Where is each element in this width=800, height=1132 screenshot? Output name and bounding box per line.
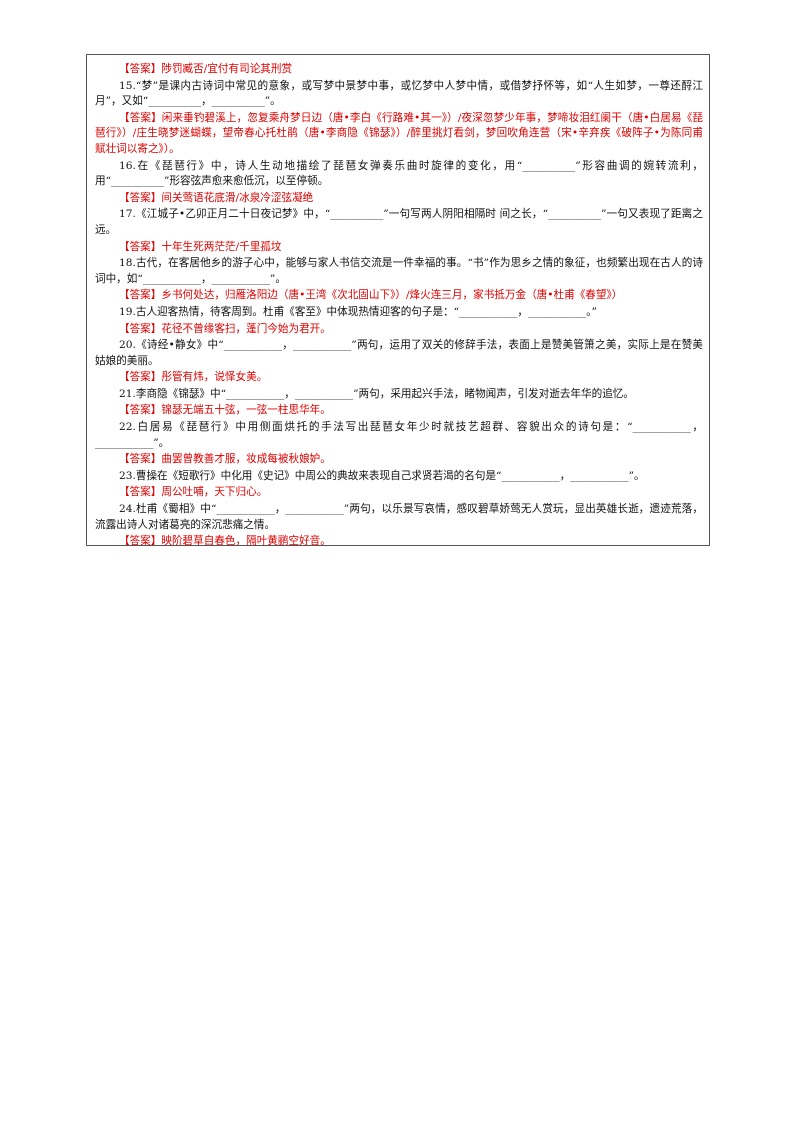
question-18: 18.古代，在客居他乡的游子心中，能够与家人书信交流是一件幸福的事。“书”作为思…	[95, 257, 703, 285]
answer-23: 【答案】周公吐哺，天下归心。	[95, 485, 703, 501]
question-20: 20.《诗经•静女》中“___________，___________”两句，运…	[95, 339, 703, 367]
answer-18: 【答案】乡书何处达，归雁洛阳边（唐•王湾《次北固山下》）/烽火连三月，家书抵万金…	[95, 288, 703, 304]
answer-tag: 【答案】	[119, 535, 162, 548]
question-17: 17.《江城子•乙卯正月二十日夜记梦》中，“__________”一句写两人阴阳…	[95, 208, 703, 236]
answer-tag: 【答案】	[119, 486, 162, 499]
answer-tag: 【答案】	[119, 289, 162, 302]
answer-20: 【答案】彤管有炜，说怿女美。	[95, 370, 703, 386]
answer-tag: 【答案】	[119, 240, 162, 253]
question-15: 15.“梦”是课内古诗词中常见的意象，或写梦中景梦中事，或忆梦中人梦中情，或借梦…	[95, 79, 703, 108]
answer-text: 十年生死两茫茫/千里孤坟	[161, 240, 282, 253]
answer-15: 【答案】闲来垂钓碧溪上，忽复乘舟梦日边（唐•李白《行路难•其一》）/夜深忽梦少年…	[95, 111, 703, 158]
answer-text: 曲罢曾教善才服，妆成每被秋娘妒。	[161, 453, 331, 466]
answer-text: 乡书何处达，归雁洛阳边（唐•王湾《次北固山下》）/烽火连三月，家书抵万金（唐•杜…	[161, 289, 623, 302]
question-16: 16.在《琵琶行》中，诗人生动地描绘了琵琶女弹奏乐曲时旋律的变化，用“_____…	[95, 159, 703, 188]
answer-text: 间关莺语花底滑/冰泉冷涩弦凝绝	[161, 191, 314, 204]
answer-tag: 【答案】	[119, 63, 162, 75]
answer-17: 【答案】十年生死两茫茫/千里孤坟	[95, 240, 703, 256]
answer-21: 【答案】锦瑟无端五十弦，一弦一柱思华年。	[95, 403, 703, 419]
answer-text: 陟罚臧否/宜付有司论其刑赏	[161, 63, 293, 75]
answer-text: 锦瑟无端五十弦，一弦一柱思华年。	[161, 404, 331, 417]
answer-tag: 【答案】	[119, 322, 162, 335]
answer-tag: 【答案】	[119, 453, 162, 466]
answer-text: 花径不曾缘客扫，蓬门今始为君开。	[161, 322, 331, 335]
question-21: 21.李商隐《锦瑟》中“___________，___________”两句，采…	[119, 387, 634, 400]
answer-16: 【答案】间关莺语花底滑/冰泉冷涩弦凝绝	[95, 191, 703, 207]
answer-tag: 【答案】	[119, 111, 162, 124]
question-24: 24.杜甫《蜀相》中“___________，___________”两句，以乐…	[95, 503, 703, 531]
answer-tag: 【答案】	[119, 191, 162, 204]
answer-14: 【答案】陟罚臧否/宜付有司论其刑赏	[95, 62, 703, 78]
question-23: 23.曹操在《短歌行》中化用《史记》中周公的典故来表现自己求贤若渴的名句是“__…	[119, 469, 645, 482]
answer-text: 映阶碧草自春色，隔叶黄鹂空好音。	[161, 535, 331, 548]
answer-text: 周公吐哺，天下归心。	[161, 486, 268, 499]
answer-22: 【答案】曲罢曾教善才服，妆成每被秋娘妒。	[95, 452, 703, 468]
answer-24: 【答案】映阶碧草自春色，隔叶黄鹂空好音。	[95, 534, 703, 550]
answer-text: 彤管有炜，说怿女美。	[161, 371, 268, 384]
question-19: 19.古人迎客热情，待客周到。杜甫《客至》中体现热情迎客的句子是：“______…	[119, 305, 597, 318]
answer-section-box: 【答案】陟罚臧否/宜付有司论其刑赏 15.“梦”是课内古诗词中常见的意象，或写梦…	[86, 54, 710, 547]
answer-text: 闲来垂钓碧溪上，忽复乘舟梦日边（唐•李白《行路难•其一》）/夜深忽梦少年事，梦啼…	[95, 111, 704, 155]
answer-tag: 【答案】	[119, 371, 162, 384]
question-22: 22.白居易《琵琶行》中用侧面烘托的手法写出琵琶女年少时就技艺超群、容貌出众的诗…	[95, 421, 703, 449]
answer-19: 【答案】花径不曾缘客扫，蓬门今始为君开。	[95, 322, 703, 338]
answer-tag: 【答案】	[119, 404, 162, 417]
